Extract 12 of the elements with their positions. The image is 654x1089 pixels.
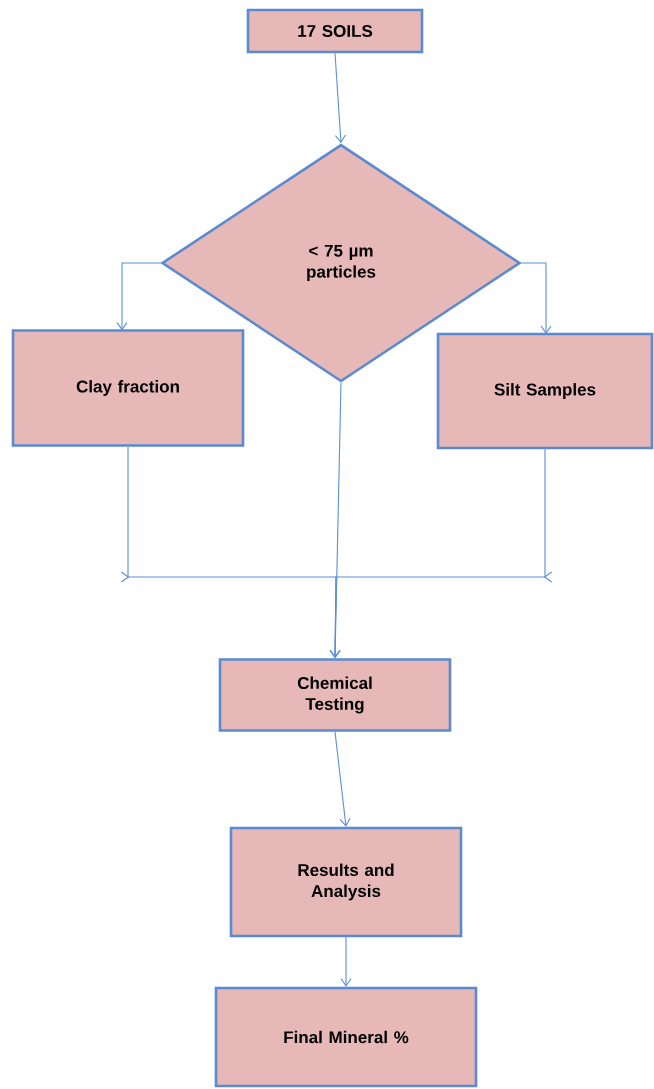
- process-box: Clay fraction: [11, 329, 245, 447]
- arrow: [116, 262, 162, 331]
- process-box: Results and Analysis: [229, 826, 463, 938]
- arrow: [334, 52, 346, 144]
- arrow: [329, 448, 553, 659]
- arrow: [520, 262, 552, 334]
- arrow: [340, 936, 352, 987]
- process-box: Final Mineral %: [214, 986, 478, 1088]
- process-box: Chemical Testing: [218, 658, 452, 732]
- process-box: Silt Samples: [436, 332, 654, 450]
- arrow: [334, 731, 351, 827]
- process-box: 17 SOILS: [246, 8, 424, 54]
